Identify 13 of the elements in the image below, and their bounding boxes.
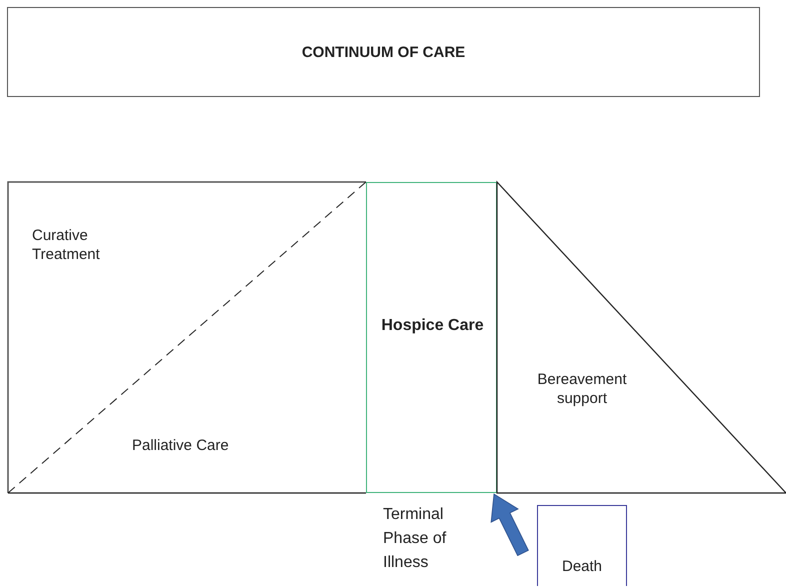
event-box bbox=[537, 505, 627, 586]
region-label: Palliative Care bbox=[132, 436, 230, 455]
title-text: CONTINUUM OF CARE bbox=[300, 43, 466, 62]
arrow bbox=[490, 493, 529, 556]
bereavement-triangle bbox=[497, 182, 786, 493]
region-label: Curative Treatment bbox=[32, 226, 101, 264]
box-label: Hospice Care bbox=[380, 316, 485, 335]
region-label: Bereavement support bbox=[536, 370, 628, 408]
hospice-box bbox=[366, 182, 497, 493]
phase-label: Terminal Phase of Illness bbox=[383, 505, 448, 573]
curative-palliative-region bbox=[8, 182, 366, 493]
title-box bbox=[7, 7, 760, 97]
box-label: Death bbox=[560, 557, 604, 576]
